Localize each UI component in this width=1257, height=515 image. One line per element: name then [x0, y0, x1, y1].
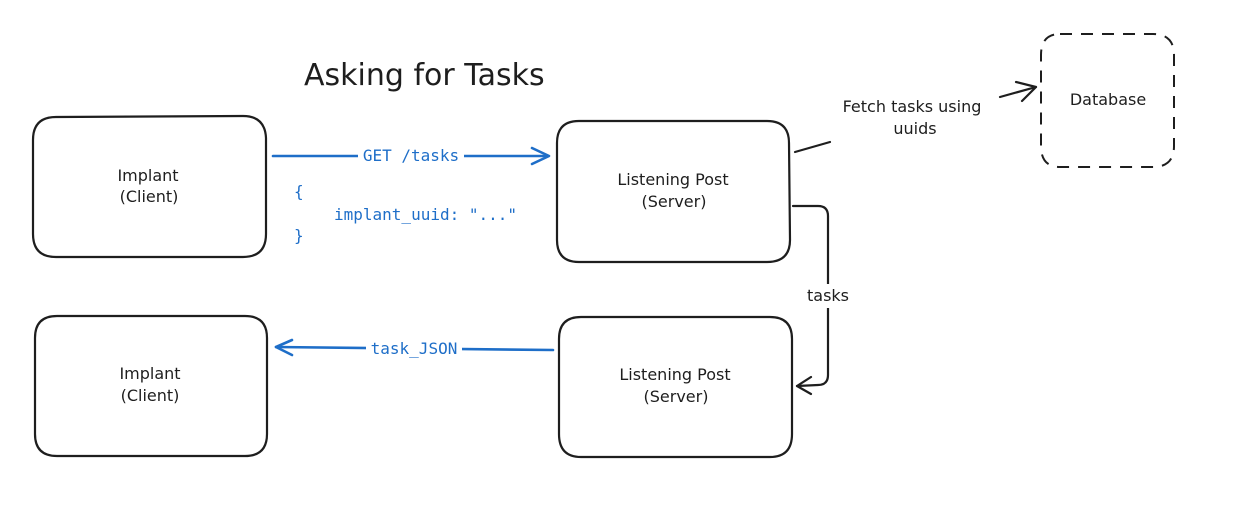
server-bottom-label-line1: Listening Post: [619, 365, 730, 384]
payload-body: implant_uuid: "...": [334, 205, 517, 224]
implant-bottom-label-line1: Implant: [119, 364, 180, 383]
payload-open-brace: {: [294, 182, 304, 201]
fetch-tasks-label-line1: Fetch tasks using: [843, 97, 982, 116]
tasks-arrow[interactable]: tasks: [791, 204, 854, 396]
task-json-arrow[interactable]: task_JSON: [274, 337, 555, 361]
task-json-label: task_JSON: [371, 339, 458, 358]
implant-client-top[interactable]: Implant (Client): [31, 114, 268, 259]
implant-bottom-label-line2: (Client): [121, 386, 180, 405]
database-label: Database: [1070, 90, 1146, 109]
implant-top-label-line2: (Client): [120, 187, 179, 206]
listening-post-server-top[interactable]: Listening Post (Server): [555, 119, 792, 264]
implant-client-bottom[interactable]: Implant (Client): [33, 314, 269, 458]
server-bottom-label-line2: (Server): [644, 387, 709, 406]
server-top-label-line1: Listening Post: [617, 170, 728, 189]
get-tasks-arrow[interactable]: GET /tasks: [271, 144, 551, 168]
database-node[interactable]: Database: [1040, 33, 1175, 168]
get-tasks-label: GET /tasks: [363, 146, 459, 165]
fetch-tasks-label-line2: uuids: [893, 119, 936, 138]
implant-top-label-line1: Implant: [117, 166, 178, 185]
listening-post-server-bottom[interactable]: Listening Post (Server): [557, 315, 794, 459]
request-payload: { implant_uuid: "..." }: [294, 182, 517, 245]
diagram-title: Asking for Tasks: [304, 58, 545, 93]
server-top-label-line2: (Server): [642, 192, 707, 211]
fetch-tasks-arrow[interactable]: Fetch tasks using uuids: [793, 80, 1038, 154]
payload-close-brace: }: [294, 226, 304, 245]
tasks-label: tasks: [807, 286, 849, 305]
